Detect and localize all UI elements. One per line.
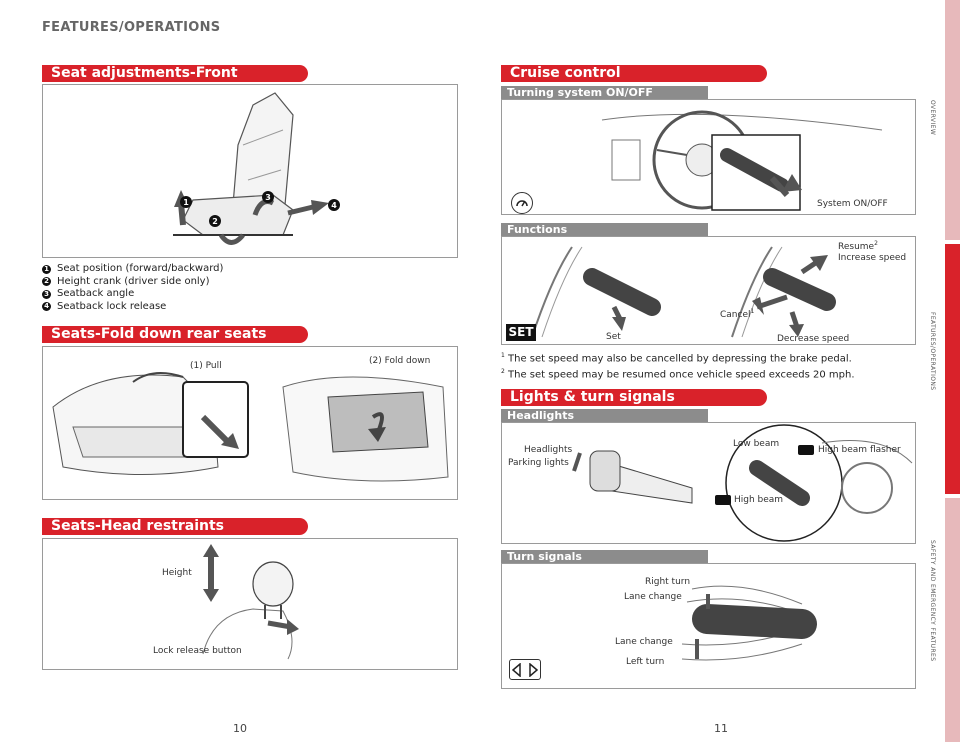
list-item-text: Seatback lock release bbox=[57, 300, 167, 312]
lights-banner: Lights & turn signals bbox=[501, 389, 767, 406]
side-tab-features[interactable] bbox=[945, 244, 960, 494]
low-beam-label: Low beam bbox=[733, 439, 780, 449]
turning-figure bbox=[501, 99, 916, 215]
headlights-subbar: Headlights bbox=[501, 409, 708, 422]
system-onoff-label: System ON/OFF bbox=[817, 199, 888, 209]
turn-signals-figure bbox=[501, 563, 916, 689]
side-tab-label-features: FEATURES/OPERATIONS bbox=[929, 312, 936, 391]
cruise-lever-illustration bbox=[531, 246, 836, 338]
svg-text:1: 1 bbox=[183, 198, 189, 207]
callout-number: 2 bbox=[42, 277, 51, 287]
list-item-text: Height crank (driver side only) bbox=[57, 275, 210, 287]
cancel-label: Cancel1 bbox=[720, 308, 755, 320]
callout-number: 3 bbox=[42, 289, 51, 299]
lane-change-down-label: Lane change bbox=[615, 637, 673, 647]
pull-label: (1) Pull bbox=[190, 361, 222, 371]
high-beam-flasher-label: High beam flasher bbox=[818, 445, 901, 455]
seats-fold-banner: Seats-Fold down rear seats bbox=[42, 326, 308, 343]
page-number-right: 11 bbox=[714, 722, 728, 735]
increase-speed-label: Increase speed bbox=[838, 253, 907, 263]
seat-front-figure: 1 2 3 4 bbox=[42, 84, 458, 258]
parking-lights-label: Parking lights bbox=[508, 458, 569, 468]
resume-label: Resume2 bbox=[838, 240, 878, 252]
functions-subbar: Functions bbox=[501, 223, 708, 236]
seat-illustration: 1 2 3 4 bbox=[173, 92, 340, 245]
page-section-header: FEATURES/OPERATIONS bbox=[42, 20, 221, 35]
headlight-lever-illustration bbox=[572, 424, 913, 542]
head-restraints-banner: Seats-Head restraints bbox=[42, 518, 308, 535]
functions-figure bbox=[501, 236, 916, 345]
seats-fold-figure bbox=[42, 346, 458, 500]
trunk-illustration bbox=[52, 372, 449, 482]
side-tab-label-overview: OVERVIEW bbox=[929, 100, 936, 136]
lane-change-up-label: Lane change bbox=[624, 592, 682, 602]
seat-front-banner: Seat adjustments-Front bbox=[42, 65, 308, 82]
high-beam-icon bbox=[715, 495, 731, 505]
side-tab-safety[interactable] bbox=[945, 498, 960, 742]
callout-number: 4 bbox=[42, 302, 51, 312]
head-restraints-figure bbox=[42, 538, 458, 670]
set-icon: SET bbox=[506, 324, 536, 341]
high-beam-icon bbox=[798, 445, 814, 455]
list-item: 2 Height crank (driver side only) bbox=[42, 276, 342, 289]
page-number-left: 10 bbox=[233, 722, 247, 735]
side-tab-overview[interactable] bbox=[945, 0, 960, 240]
set-label: Set bbox=[606, 332, 621, 342]
decrease-speed-label: Decrease speed bbox=[777, 334, 850, 344]
side-tab-strip bbox=[945, 0, 960, 742]
turn-signal-icon bbox=[509, 659, 541, 680]
cruise-banner: Cruise control bbox=[501, 65, 767, 82]
seat-front-list: 1 Seat position (forward/backward) 2 Heigh… bbox=[42, 263, 342, 313]
speedometer-icon bbox=[511, 192, 533, 214]
turning-subbar: Turning system ON/OFF bbox=[501, 86, 708, 99]
headlights-label: Headlights bbox=[524, 445, 573, 455]
list-item: 4 Seatback lock release bbox=[42, 301, 342, 314]
side-tab-label-safety: SAFETY AND EMERGENCY FEATURES bbox=[929, 540, 936, 662]
cruise-notes: 1 The set speed may also be cancelled by… bbox=[501, 350, 921, 382]
high-beam-label: High beam bbox=[734, 495, 784, 505]
right-turn-label: Right turn bbox=[645, 577, 691, 587]
note-2: 2 The set speed may be resumed once vehi… bbox=[501, 367, 855, 381]
height-label: Height bbox=[162, 568, 192, 578]
list-item-text: Seatback angle bbox=[57, 288, 135, 299]
callout-number: 1 bbox=[42, 264, 51, 274]
left-turn-label: Left turn bbox=[626, 657, 665, 667]
turn-signals-subbar: Turn signals bbox=[501, 550, 708, 563]
list-item-text: Seat position (forward/backward) bbox=[57, 263, 224, 274]
fold-down-label: (2) Fold down bbox=[369, 356, 431, 366]
lock-release-label: Lock release button bbox=[153, 646, 242, 656]
headlights-figure bbox=[501, 422, 916, 544]
headrest-illustration bbox=[202, 544, 299, 660]
list-item: 1 Seat position (forward/backward) bbox=[42, 263, 342, 276]
dashboard-illustration bbox=[601, 110, 883, 211]
svg-text:2: 2 bbox=[212, 217, 218, 226]
list-item: 3 Seatback angle bbox=[42, 288, 342, 301]
note-1: 1 The set speed may also be cancelled by… bbox=[501, 352, 852, 365]
svg-text:4: 4 bbox=[331, 201, 337, 210]
turn-lever-illustration bbox=[681, 585, 817, 661]
svg-text:3: 3 bbox=[265, 193, 271, 202]
